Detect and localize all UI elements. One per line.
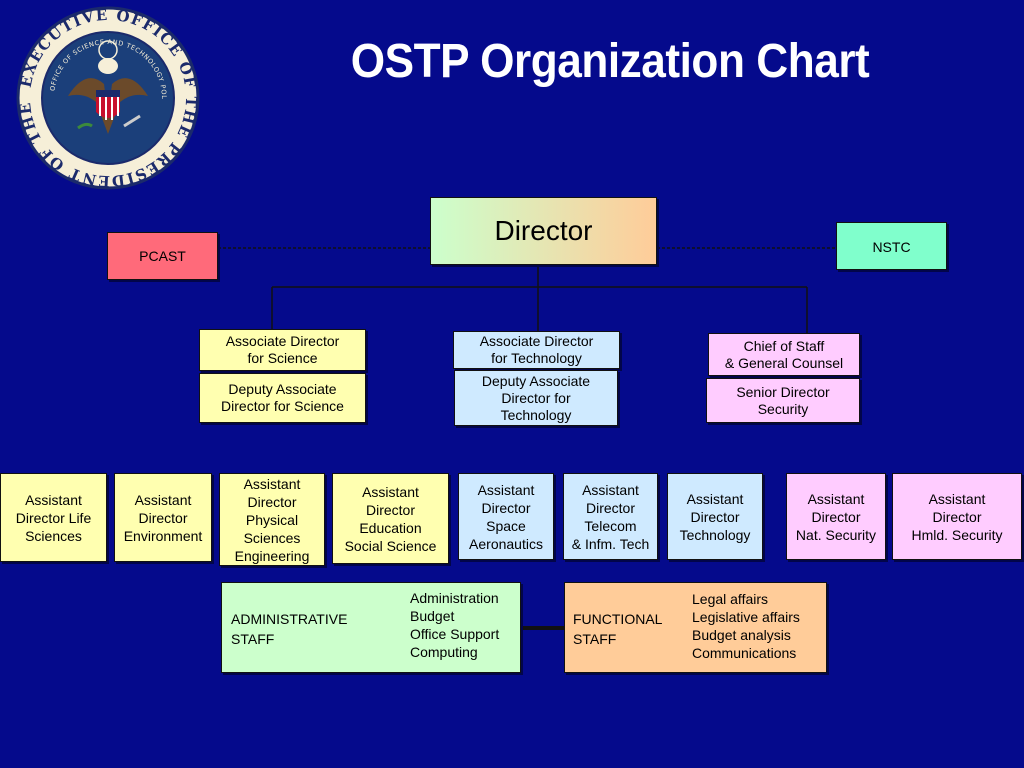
- nstc-box: NSTC: [836, 222, 947, 270]
- assistant-director-telecom: Assistant Director Telecom & Infm. Tech: [563, 473, 658, 560]
- associate-director-technology: Associate Director for Technology: [453, 331, 620, 369]
- deputy-associate-director-science: Deputy Associate Director for Science: [199, 373, 366, 423]
- page-title: OSTP Organization Chart: [350, 35, 870, 88]
- deputy-associate-director-technology: Deputy Associate Director for Technology: [454, 370, 618, 426]
- assistant-director-nat-security: Assistant Director Nat. Security: [786, 473, 886, 560]
- administrative-staff-items: Administration Budget Office Support Com…: [410, 590, 500, 660]
- eagle-icon: [68, 40, 148, 134]
- chief-of-staff-box: Chief of Staff & General Counsel: [708, 333, 860, 376]
- administrative-staff-label: ADMINISTRATIVE STAFF: [231, 611, 348, 647]
- pcast-box: PCAST: [107, 232, 218, 280]
- assistant-director-environment: Assistant Director Environment: [114, 473, 212, 562]
- functional-staff-label: FUNCTIONAL STAFF: [573, 611, 663, 647]
- functional-staff-box: FUNCTIONAL STAFF Legal affairs Legislati…: [564, 582, 827, 673]
- assistant-director-hmld-security: Assistant Director Hmld. Security: [892, 473, 1022, 560]
- director-box: Director: [430, 197, 657, 265]
- assistant-director-physical-sciences: Assistant Director Physical Sciences Eng…: [219, 473, 325, 566]
- assistant-director-space: Assistant Director Space Aeronautics: [458, 473, 554, 560]
- assistant-director-education: Assistant Director Education Social Scie…: [332, 473, 449, 564]
- ostp-seal-logo: EXECUTIVE OFFICE OF THE PRESIDENT OF THE…: [16, 6, 200, 190]
- assistant-director-life-sciences: Assistant Director Life Sciences: [0, 473, 107, 562]
- functional-staff-items: Legal affairs Legislative affairs Budget…: [692, 591, 800, 661]
- senior-director-security: Senior Director Security: [706, 378, 860, 423]
- assistant-director-technology: Assistant Director Technology: [667, 473, 763, 560]
- associate-director-science: Associate Director for Science: [199, 329, 366, 371]
- administrative-staff-box: ADMINISTRATIVE STAFF Administration Budg…: [221, 582, 521, 673]
